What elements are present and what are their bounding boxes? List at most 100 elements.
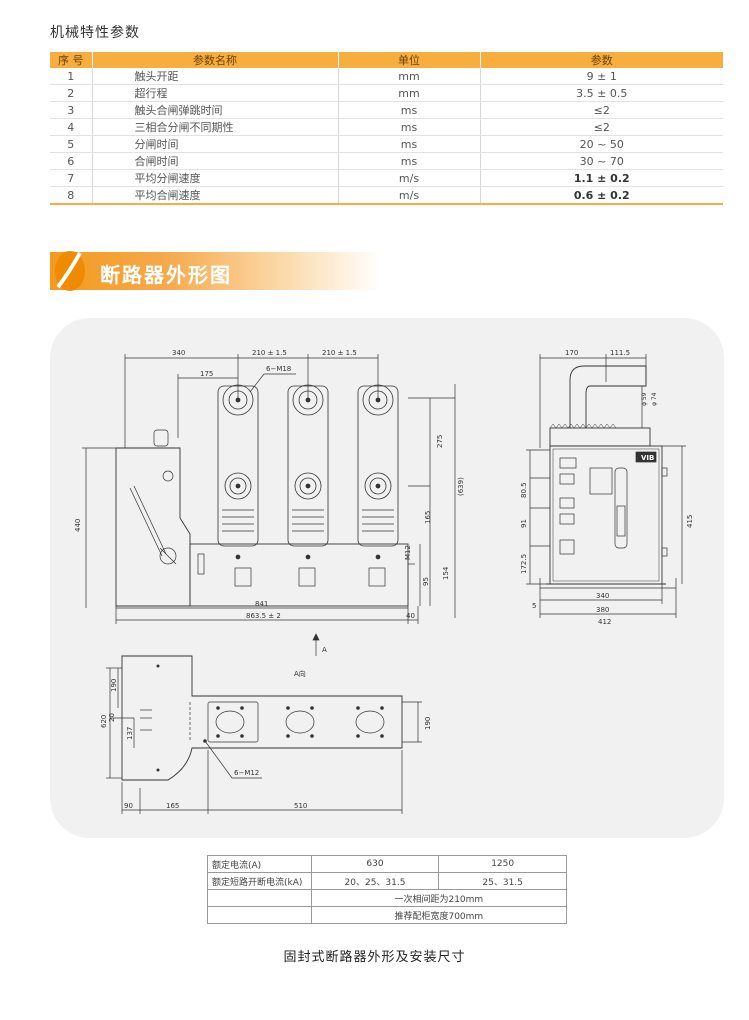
dim-40: 40	[406, 612, 415, 620]
bolt-label: 6−M18	[266, 365, 291, 373]
table-row: 额定电流(A) 630 1250	[207, 855, 567, 873]
row-name: 触头开距	[92, 68, 339, 85]
row-unit: ms	[338, 152, 481, 170]
plan-dim-90: 90	[124, 802, 133, 810]
dim-440: 440	[74, 519, 82, 532]
row-name: 分闸时间	[92, 135, 339, 153]
dim-175: 175	[200, 370, 213, 378]
side-view: 170 111.5 φ 59 φ 74 VIB 80.5 91 172.5 41…	[520, 349, 694, 626]
row-no: 2	[50, 84, 93, 102]
side-dim-111: 111.5	[610, 349, 630, 357]
side-dim-80: 80.5	[520, 482, 528, 498]
dim-863: 863.5 ± 2	[246, 612, 281, 620]
dim-275: 275	[436, 435, 444, 448]
row-no: 1	[50, 68, 93, 85]
row-no: 3	[50, 101, 93, 119]
plan-dim-137: 137	[126, 727, 134, 740]
drawing-panel	[50, 318, 724, 838]
plan-dim-510: 510	[294, 802, 307, 810]
table-row: 一次相间距为210mm	[207, 889, 568, 907]
side-dim-172: 172.5	[520, 554, 528, 574]
side-dim-170: 170	[565, 349, 578, 357]
view-arrow: A A向	[294, 633, 327, 678]
dim-210b: 210 ± 1.5	[322, 349, 357, 357]
row-value: 9 ± 1	[480, 68, 723, 85]
dim-210a: 210 ± 1.5	[252, 349, 287, 357]
row-value: ≤2	[480, 118, 723, 136]
table-row: 8 平均合闸速度 m/s 0.6 ± 0.2	[50, 186, 723, 205]
outline-section-title: 断路器外形图	[100, 263, 232, 287]
row-name: 超行程	[92, 84, 339, 102]
row-name: 平均分闸速度	[92, 169, 339, 187]
rated-current-630: 630	[310, 855, 440, 873]
rated-current-label: 额定电流(A)	[207, 855, 312, 873]
view-title: A向	[294, 669, 306, 678]
row-no: 8	[50, 186, 93, 205]
side-dim-340: 340	[596, 592, 609, 600]
row-unit: ms	[338, 101, 481, 119]
table-row: 额定短路开断电流(kA) 20、25、31.5 25、31.5	[207, 872, 567, 890]
table-row: 1 触头开距 mm 9 ± 1	[50, 68, 723, 85]
row-no: 4	[50, 118, 93, 136]
dim-639: (639)	[457, 477, 465, 496]
figure-caption: 固封式断路器外形及安装尺寸	[283, 950, 466, 965]
dim-95: 95	[422, 577, 430, 586]
row-value: 1.1 ± 0.2	[480, 169, 723, 187]
row-unit: ms	[338, 135, 481, 153]
plan-dim-20: 20	[108, 713, 116, 722]
row-no: 7	[50, 169, 93, 187]
section-banner	[50, 252, 380, 290]
side-phi74: φ 74	[651, 392, 658, 406]
header-name: 参数名称	[92, 52, 339, 68]
breaking-current-630: 20、25、31.5	[310, 872, 440, 890]
table-row: 推荐配柜宽度700mm	[207, 906, 568, 924]
plan-dim-190b: 190	[424, 717, 432, 730]
plan-dim-620: 620	[100, 715, 108, 728]
side-phi59: φ 59	[641, 392, 648, 406]
side-dim-412: 412	[598, 618, 611, 626]
table-row: 2 超行程 mm 3.5 ± 0.5	[50, 84, 723, 102]
table-row: 3 触头合闸弹跳时间 ms ≤2	[50, 101, 723, 119]
dim-165: 165	[424, 511, 432, 524]
row-value: 3.5 ± 0.5	[480, 84, 723, 102]
header-unit: 单位	[338, 52, 481, 68]
breaking-current-1250: 25、31.5	[438, 872, 567, 890]
row-unit: mm	[338, 68, 481, 85]
front-view: 340 210 ± 1.5 210 ± 1.5 175 6−M18 275 (6…	[74, 349, 465, 624]
dim-154: 154	[442, 566, 450, 580]
mechanical-params-table: 序 号 参数名称 单位 参数 1 触头开距 mm 9 ± 1 2 超行程 mm …	[50, 52, 723, 205]
plan-dim-190a: 190	[110, 679, 118, 692]
side-dim-380: 380	[596, 606, 609, 614]
row-no: 6	[50, 152, 93, 170]
dim-m12: M12	[404, 545, 412, 560]
row-value: 30 ~ 70	[480, 152, 723, 170]
breaking-current-label: 额定短路开断电流(kA)	[207, 872, 312, 890]
table-row: 4 三相合分闸不同期性 ms ≤2	[50, 118, 723, 136]
side-dim-5: 5	[532, 602, 536, 610]
side-dim-91: 91	[520, 519, 528, 528]
row-value: 20 ~ 50	[480, 135, 723, 153]
cabinet-width-note: 推荐配柜宽度700mm	[310, 906, 568, 924]
table-row: 7 平均分闸速度 m/s 1.1 ± 0.2	[50, 169, 723, 187]
plan-view: 190 620 20 137 190 6−M12 90 165 510	[100, 655, 432, 814]
row-unit: ms	[338, 118, 481, 136]
phase-spacing-note: 一次相间距为210mm	[310, 889, 568, 907]
header-no: 序 号	[50, 52, 93, 68]
breaker-outline-drawing: 340 210 ± 1.5 210 ± 1.5 175 6−M18 275 (6…	[74, 349, 694, 814]
row-name: 触头合闸弹跳时间	[92, 101, 339, 119]
row-no: 5	[50, 135, 93, 153]
side-dim-415: 415	[686, 515, 694, 528]
plan-bolt-label: 6−M12	[234, 769, 259, 777]
row-name: 三相合分闸不同期性	[92, 118, 339, 136]
brand-label: VIB	[641, 454, 654, 462]
row-unit: m/s	[338, 169, 481, 187]
table-row: 5 分闸时间 ms 20 ~ 50	[50, 135, 723, 153]
table-row: 6 合闸时间 ms 30 ~ 70	[50, 152, 723, 170]
row-name: 平均合闸速度	[92, 186, 339, 205]
row-value: ≤2	[480, 101, 723, 119]
params-section-title: 机械特性参数	[50, 25, 140, 41]
view-label: A	[322, 646, 327, 654]
header-value: 参数	[480, 52, 723, 68]
dim-841: 841	[255, 600, 268, 608]
dim-340: 340	[172, 349, 185, 357]
